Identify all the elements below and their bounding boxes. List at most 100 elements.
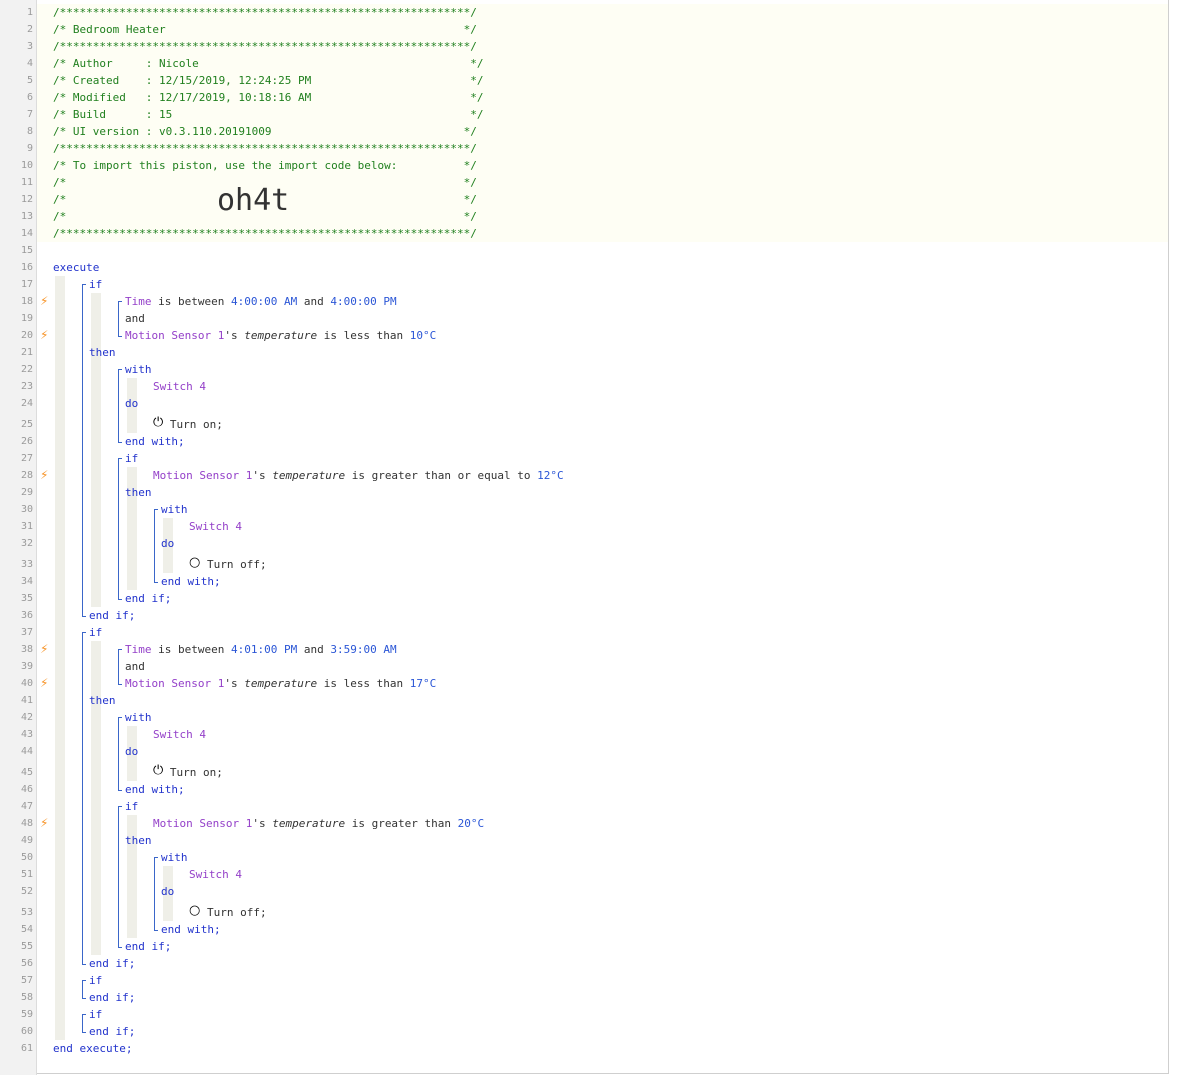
line-number: 33 (20, 559, 33, 570)
statement[interactable]: do (125, 395, 138, 412)
statement[interactable]: do (161, 883, 174, 900)
statement[interactable]: with (161, 849, 188, 866)
statement[interactable]: if (89, 972, 102, 989)
statement[interactable]: and (125, 310, 145, 327)
statement[interactable]: Motion Sensor 1's temperature is greater… (153, 815, 484, 832)
line-number: 28 (20, 470, 33, 481)
statement[interactable]: if (89, 276, 102, 293)
statement[interactable]: with (161, 501, 188, 518)
statement[interactable]: Switch 4 (189, 518, 242, 535)
keyword: execute (53, 261, 100, 274)
statement[interactable]: end execute; (53, 1040, 132, 1057)
statement[interactable]: end if; (89, 955, 135, 972)
statement[interactable]: Motion Sensor 1's temperature is less th… (125, 675, 436, 692)
block-bracket (118, 301, 119, 336)
statement[interactable]: ⏻ Turn on; (153, 415, 223, 433)
bracket-tick (118, 301, 122, 302)
comment-text: /* Author : Nicole */ (53, 57, 484, 70)
device-name: Time (125, 643, 152, 656)
statement[interactable]: /* Created : 12/15/2019, 12:24:25 PM */ (53, 72, 483, 89)
statement[interactable]: /***************************************… (53, 225, 477, 242)
statement[interactable]: end with; (161, 573, 221, 590)
statement[interactable]: if (89, 624, 102, 641)
line-number: 38 (20, 644, 33, 655)
code-token: and (297, 643, 331, 656)
statement[interactable]: end if; (89, 1023, 135, 1040)
statement[interactable]: Time is between 4:00:00 AM and 4:00:00 P… (125, 293, 397, 310)
import-code[interactable]: oh4t (217, 183, 290, 218)
keyword: if (89, 626, 103, 639)
code-line: 40⚡Motion Sensor 1's temperature is less… (0, 675, 1168, 692)
statement[interactable]: then (89, 692, 116, 709)
statement[interactable]: execute (53, 259, 99, 276)
statement[interactable]: /* UI version : v0.3.110.20191009 */ (53, 123, 477, 140)
device-name: Motion Sensor 1 (125, 677, 225, 690)
statement[interactable]: Switch 4 (189, 866, 242, 883)
keyword: if (125, 800, 139, 813)
line-number: 18 (20, 296, 33, 307)
value: 17°C (409, 677, 437, 690)
statement[interactable]: /* Build : 15 */ (53, 106, 483, 123)
statement[interactable]: with (125, 709, 152, 726)
line-number: 7 (26, 109, 33, 120)
statement[interactable]: then (125, 832, 152, 849)
statement[interactable]: do (161, 535, 174, 552)
code-token: and (125, 660, 145, 673)
statement[interactable]: end if; (89, 607, 135, 624)
line-number: 42 (20, 712, 33, 723)
statement[interactable]: /***************************************… (53, 38, 477, 55)
line-number: 16 (20, 262, 33, 273)
device-name: Motion Sensor 1 (125, 329, 225, 342)
statement[interactable]: Switch 4 (153, 378, 206, 395)
statement[interactable]: end with; (125, 781, 185, 798)
code-line: 3 /**************************************… (0, 38, 1168, 55)
statement[interactable]: /* */ (53, 174, 477, 191)
statement[interactable]: then (89, 344, 116, 361)
value: 10°C (409, 329, 437, 342)
statement[interactable]: end if; (125, 590, 171, 607)
statement[interactable]: /* Modified : 12/17/2019, 10:18:16 AM */ (53, 89, 483, 106)
statement[interactable]: ⏻ Turn on; (153, 763, 223, 781)
statement[interactable]: /* To import this piston, use the import… (53, 157, 477, 174)
statement[interactable]: end with; (125, 433, 185, 450)
bracket-tick (118, 790, 122, 791)
line-number: 27 (20, 453, 33, 464)
comment-text: /* */ (53, 176, 477, 189)
statement[interactable]: then (125, 484, 152, 501)
statement[interactable]: if (89, 1006, 102, 1023)
statement[interactable]: if (125, 450, 138, 467)
keyword: do (125, 397, 139, 410)
statement[interactable]: and (125, 658, 145, 675)
statement[interactable]: if (125, 798, 138, 815)
statement[interactable]: end if; (89, 989, 135, 1006)
statement[interactable]: /* Bedroom Heater */ (53, 21, 477, 38)
line-number: 3 (26, 41, 33, 52)
bracket-tick (154, 509, 158, 510)
statement[interactable]: /* */ (53, 208, 477, 225)
statement[interactable]: /***************************************… (53, 4, 477, 21)
statement[interactable]: end with; (161, 921, 221, 938)
statement[interactable]: with (125, 361, 152, 378)
line-number: 2 (26, 24, 33, 35)
keyword: then (89, 694, 116, 707)
statement[interactable]: end if; (125, 938, 171, 955)
statement[interactable]: /* */ (53, 191, 477, 208)
statement[interactable]: Switch 4 (153, 726, 206, 743)
code-line: 33 ○ Turn off; (0, 555, 1168, 573)
statement[interactable]: /* Author : Nicole */ (53, 55, 483, 72)
statement[interactable]: /***************************************… (53, 140, 477, 157)
statement[interactable]: ○ Turn off; (189, 903, 267, 921)
statement[interactable]: do (125, 743, 138, 760)
comment-text: /* Bedroom Heater */ (53, 23, 477, 36)
statement[interactable]: Time is between 4:01:00 PM and 3:59:00 A… (125, 641, 397, 658)
statement[interactable]: Motion Sensor 1's temperature is greater… (153, 467, 564, 484)
statement[interactable]: Motion Sensor 1's temperature is less th… (125, 327, 436, 344)
statement[interactable]: ○ Turn off; (189, 555, 267, 573)
